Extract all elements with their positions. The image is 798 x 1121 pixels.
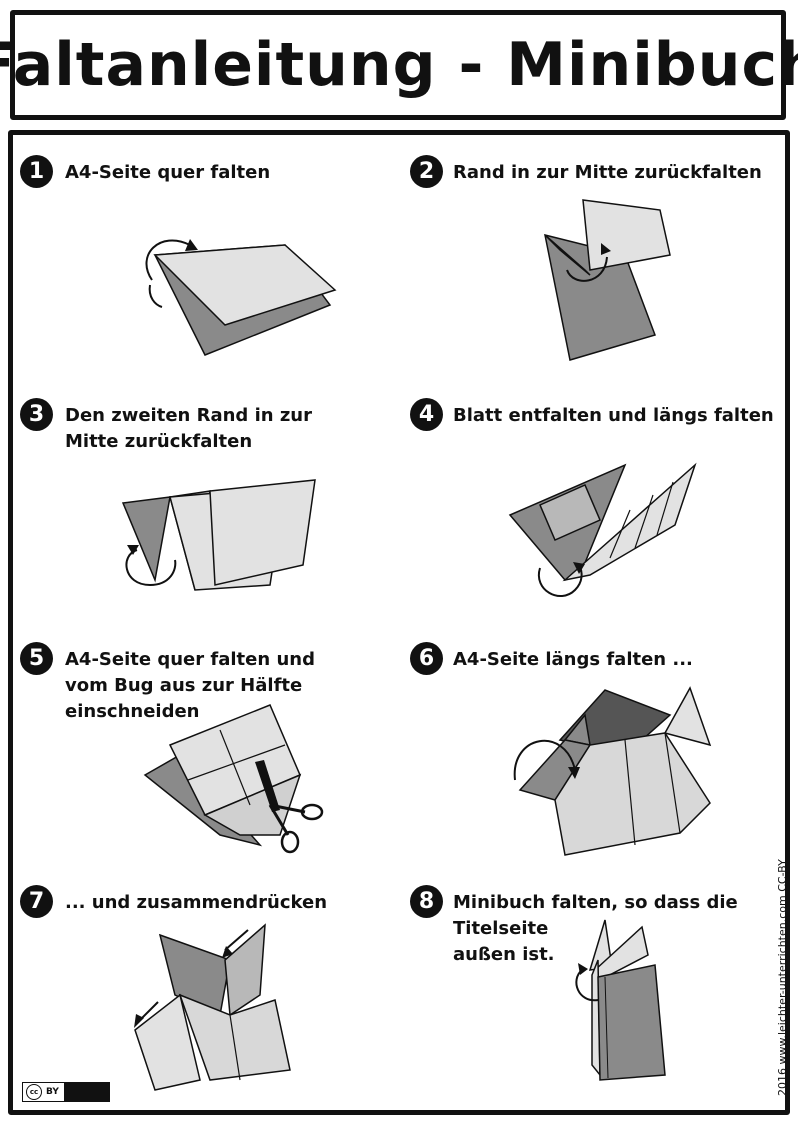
step-8-text: Minibuch falten, so dass die Titelseite …	[453, 892, 738, 965]
step-4-text: Blatt entfalten und längs falten	[453, 405, 774, 426]
step-6-illustration	[513, 686, 712, 856]
step-1-text: A4-Seite quer falten	[65, 162, 271, 183]
step-3-number: 3	[20, 398, 53, 431]
step-1-illustration	[145, 239, 337, 356]
cc-icon: cc	[26, 1084, 42, 1100]
instructions-panel	[8, 130, 790, 1115]
footer-credit: 2016 www.leichter-unterrichten.com CC-BY	[776, 859, 789, 1096]
cc-badge-fill	[63, 1083, 109, 1101]
step-4-illustration	[508, 462, 697, 597]
title-box: Faltanleitung - Minibuch	[0, 10, 798, 120]
step-2-illustration	[544, 199, 671, 361]
step-3-text: Den zweiten Rand in zur Mitte zurückfalt…	[65, 405, 312, 452]
step-8-illustration	[575, 919, 666, 1081]
step-2-number: 2	[410, 155, 443, 188]
step-7-illustration	[134, 923, 291, 1091]
step-7-text: ... und zusammendrücken	[65, 892, 328, 913]
step-2-text: Rand in zur Mitte zurückfalten	[453, 162, 762, 183]
cc-license-badge: cc BY	[22, 1082, 110, 1102]
step-6-number: 6	[410, 642, 443, 675]
step-1-number: 1	[20, 155, 53, 188]
cc-by-label: BY	[46, 1087, 59, 1097]
page-title: Faltanleitung - Minibuch	[0, 30, 798, 100]
step-5-number: 5	[20, 642, 53, 675]
step-4-number: 4	[410, 398, 443, 431]
step-6-text: A4-Seite längs falten ...	[453, 649, 693, 670]
step-8-number: 8	[410, 885, 443, 918]
step-5-text: A4-Seite quer falten und vom Bug aus zur…	[65, 649, 315, 722]
step-5-illustration	[143, 704, 324, 854]
step-7-number: 7	[20, 885, 53, 918]
step-3-illustration	[121, 479, 316, 591]
